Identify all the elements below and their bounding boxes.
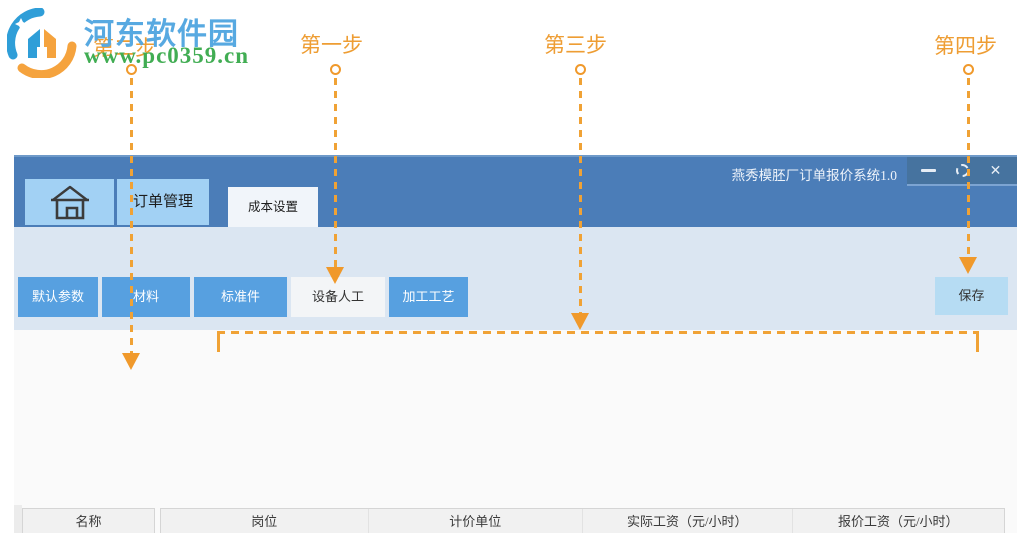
- save-button[interactable]: 保存: [935, 277, 1008, 315]
- step3-arrowhead-icon: [571, 313, 589, 330]
- site-name: 河东软件园: [84, 18, 239, 51]
- step4-dashed-line: [967, 78, 970, 257]
- minimize-icon: [921, 169, 936, 172]
- step1-arrowhead-icon: [326, 267, 344, 284]
- tab-cost-settings[interactable]: 成本设置: [228, 187, 318, 227]
- close-button[interactable]: ✕: [984, 160, 1008, 182]
- category-header-row: 名称: [23, 509, 154, 533]
- step3-label: 第三步: [544, 33, 607, 57]
- step3-bracket-line: [217, 331, 979, 334]
- window-title: 燕秀模胚厂订单报价系统1.0: [731, 168, 897, 183]
- step2-label: 第二步: [93, 36, 156, 60]
- col-header-unit: 计价单位: [369, 509, 583, 533]
- step3-bracket-right-tick: [976, 331, 979, 352]
- home-icon: [50, 185, 89, 220]
- col-header-quoted-wage: 报价工资（元/小时）: [837, 514, 959, 529]
- content-area: 名称 人工成本 设备成本 岗位 计价单位 实际工资（元/小: [14, 330, 1017, 533]
- home-button[interactable]: [25, 179, 114, 225]
- close-icon: ✕: [989, 162, 1002, 178]
- subtab-default-params[interactable]: 默认参数: [18, 277, 98, 317]
- site-logo-icon: [7, 8, 77, 78]
- step4-circle-icon: [963, 64, 974, 75]
- title-bar: 燕秀模胚厂订单报价系统1.0 ✕ 订单管理: [14, 155, 1017, 227]
- step4-label: 第四步: [934, 34, 997, 58]
- minimize-button[interactable]: [917, 160, 941, 182]
- category-table: 名称 人工成本 设备成本: [22, 508, 155, 533]
- step3-circle-icon: [575, 64, 586, 75]
- settings-button[interactable]: [950, 160, 974, 182]
- step2-arrowhead-icon: [122, 353, 140, 370]
- window-edge-strip: [14, 505, 22, 533]
- col-header-position: 岗位: [161, 509, 369, 533]
- step4-arrowhead-icon: [959, 257, 977, 274]
- wage-table: 岗位 计价单位 实际工资（元/小时） 报价工资（元/小时） 装配技工 小时 30…: [160, 508, 1005, 533]
- subtab-standard-parts[interactable]: 标准件: [194, 277, 287, 317]
- wage-header-row: 岗位 计价单位 实际工资（元/小时） 报价工资（元/小时）: [161, 509, 1004, 533]
- step1-label: 第一步: [300, 33, 363, 57]
- subtab-materials[interactable]: 材料: [102, 277, 190, 317]
- step2-circle-icon: [126, 64, 137, 75]
- step1-circle-icon: [330, 64, 341, 75]
- app-window: 燕秀模胚厂订单报价系统1.0 ✕ 订单管理 成本设置 默认参数 材料 标准件: [14, 155, 1017, 533]
- subtab-processing[interactable]: 加工工艺: [389, 277, 468, 317]
- window-controls: ✕: [907, 157, 1017, 186]
- site-url: www.pc0359.cn: [84, 43, 250, 68]
- col-header-actual-wage: 实际工资（元/小时）: [583, 509, 793, 533]
- step1-dashed-line: [334, 78, 337, 267]
- step3-bracket-left-tick: [217, 331, 220, 352]
- category-header-name: 名称: [75, 514, 102, 529]
- step3-dashed-line: [579, 78, 582, 313]
- step2-dashed-line: [130, 78, 133, 353]
